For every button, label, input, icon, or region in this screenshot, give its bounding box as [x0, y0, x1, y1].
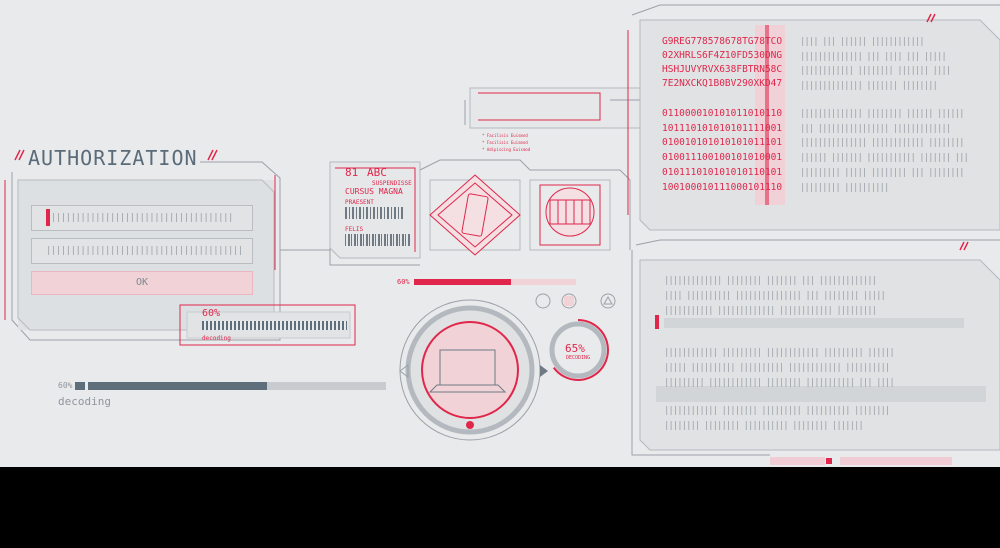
- binary-bars: |||||||||||||| |||||||| |||||| |||||| ||…: [800, 107, 969, 195]
- code-line: HSHJUVYRVX638FBTRN58C: [662, 64, 783, 75]
- scanner-track: [414, 279, 576, 285]
- scanner-fill: [414, 279, 512, 285]
- text-cursor-right: [655, 315, 659, 329]
- main-decoding-label: decoding: [58, 395, 111, 408]
- small-decoding-percent: 60%: [202, 308, 221, 319]
- bar-line: |||||||||||||| |||||||| |||||| ||||||: [800, 109, 964, 119]
- card-line3: PRAESENT: [345, 199, 374, 206]
- text-line: |||||||||||| |||||||| ||||||||| ||||||||…: [664, 406, 890, 416]
- username-field[interactable]: ||||||||||||||||||||||||||||||||||||||: [31, 205, 253, 231]
- card-abc: ABC: [367, 166, 387, 179]
- bar-line: ||| |||||||||||||||| |||||||||||||: [800, 123, 951, 134]
- card-number: 81: [345, 166, 359, 179]
- bar-line: |||||||||||||| ||| |||| ||| |||||: [800, 51, 947, 62]
- code-bars: |||| ||| |||||| |||||||||||| |||||||||||…: [800, 35, 951, 94]
- bar-line: |||||||||||||| ||||||| ||||||||: [800, 81, 938, 92]
- binary-list: 011000010101011010110 101110101010101111…: [662, 107, 782, 195]
- code-line: 7E2NXCKQ1B0BV290XKD47: [662, 78, 783, 89]
- dial-label: DECODING: [566, 355, 591, 361]
- code-list: G9REG778578678TG78TCO 02XHRLS6F4Z10FD530…: [662, 35, 782, 91]
- code-line: 02XHRLS6F4Z10FD530DNG: [662, 50, 783, 61]
- text-block: ||||||||||||| |||||||| ||||||| ||| |||||…: [664, 274, 886, 319]
- bar-line: |||||| ||||||| ||||||||||| ||||||| |||: [800, 153, 969, 164]
- text-block-2: |||||||||||| ||||||||| |||||||||||| ||||…: [664, 346, 895, 391]
- binary-line: 101110101010101111001: [662, 122, 783, 134]
- binary-line: 010010101010101011101: [662, 137, 783, 149]
- main-decoding-percent: 60%: [58, 381, 73, 390]
- text-line: |||| |||||||||| ||||||||||||||| ||| ||||…: [664, 291, 886, 301]
- card-line2: CURSUS MAGNA: [345, 187, 403, 196]
- text-block-3: |||||||||||| |||||||| ||||||||| ||||||||…: [664, 404, 890, 434]
- mini-panel-item: * Adipiscing Euismod: [482, 147, 531, 152]
- selection-bar: [664, 318, 964, 328]
- card-line1: SUSPENDISSE: [372, 180, 412, 187]
- bar-line: |||| ||| |||||| ||||||||||||: [800, 37, 925, 47]
- code-line: G9REG778578678TG78TCO: [662, 36, 783, 47]
- main-decoding-track: [88, 382, 386, 390]
- small-decoding-track: [202, 321, 347, 330]
- mini-panel-item: * Facilisis Euismod: [482, 133, 528, 138]
- dial-percent: 65%: [565, 342, 585, 355]
- card-barcode-1: [345, 207, 405, 219]
- main-decoding-fill: [88, 382, 267, 390]
- text-line: |||||||||||| ||||||||| |||||||||||| ||||…: [664, 348, 895, 358]
- main-decoding-marker: [75, 382, 85, 390]
- bar-line: ||||||||| ||||||||||: [800, 182, 889, 193]
- ok-button[interactable]: OK: [31, 271, 253, 295]
- mini-panel-item: * Facilisis Euismod: [482, 140, 528, 145]
- authorization-title: AUTHORIZATION: [28, 146, 198, 170]
- footer-bar: [0, 467, 1000, 548]
- card-line4: FELIS: [345, 226, 364, 233]
- text-line: ||||||||| |||||||||||| |||||||| ||||||||…: [664, 378, 895, 388]
- binary-line: 010011100100101010001: [662, 152, 783, 164]
- binary-line: 100100010111000101110: [662, 181, 783, 193]
- binary-line: 011000010101011010110: [662, 108, 783, 119]
- bar-line: ||||||||||||||| |||||||||||| ||||||||: [800, 138, 964, 149]
- mini-panel-list: * Facilisis Euismod * Facilisis Euismod …: [482, 132, 530, 153]
- password-field[interactable]: ||||||||||||||||||||||||||||||||||||||||: [31, 238, 253, 264]
- card-barcode-2: [345, 234, 411, 246]
- scanner-percent: 60%: [397, 278, 410, 286]
- bar-line: ||||||||| ||||| |||||||| ||| ||||||||: [800, 167, 964, 178]
- bar-line: |||||||||||| |||||||| ||||||| ||||: [800, 66, 951, 77]
- text-line: ||||||||||| ||||||||||||| |||||||||||| |…: [664, 306, 877, 316]
- binary-line: 010111010101010110101: [662, 166, 783, 178]
- text-line: ||||| |||||||||| |||||||||| ||||||||||||…: [664, 363, 890, 373]
- text-cursor: [46, 209, 50, 226]
- text-line: |||||||| |||||||| |||||||||| |||||||| ||…: [664, 421, 864, 431]
- text-line: ||||||||||||| |||||||| ||||||| ||| |||||…: [664, 276, 877, 286]
- small-decoding-label: decoding: [202, 335, 231, 342]
